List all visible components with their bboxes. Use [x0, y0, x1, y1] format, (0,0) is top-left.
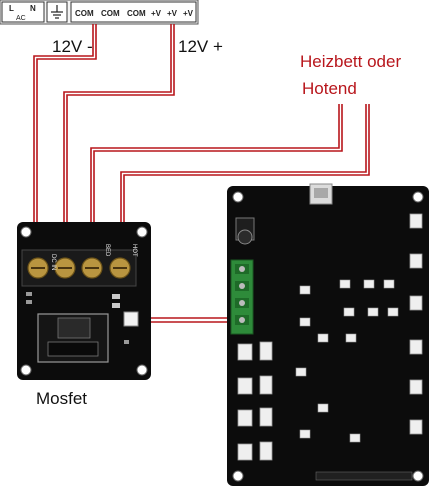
psu-terminal-l: L: [9, 4, 14, 13]
mount-hole: [232, 470, 244, 482]
mount-hole: [136, 364, 148, 376]
mosfet-terminal-hot: HOT: [131, 244, 137, 257]
psu-terminal-v-1: +V: [151, 9, 162, 18]
mosfet-terminal-dcin: DC IN: [50, 254, 56, 270]
smd-component: [26, 300, 32, 304]
mosfet-tab: [47, 341, 99, 357]
mount-hole: [20, 364, 32, 376]
wires: [33, 24, 370, 323]
smd-component: [112, 294, 120, 299]
power-supply-terminal-strip: L N AC COM COM COM +V +V +V: [0, 0, 199, 25]
sd-card-slot: [315, 471, 413, 481]
psu-terminal-com-3: COM: [127, 9, 146, 18]
mount-hole: [232, 191, 244, 203]
wire-bed-inner: [93, 104, 343, 240]
mount-hole: [136, 226, 148, 238]
psu-terminal-v-3: +V: [183, 9, 194, 18]
ac-input-box: [1, 1, 45, 23]
wire-com-outer: [33, 24, 94, 240]
wire-v-outer: [63, 24, 172, 240]
psu-terminal-v-2: +V: [167, 9, 178, 18]
smd-component: [26, 292, 32, 296]
label-12v-plus: 12V +: [178, 37, 223, 56]
screw-terminals: [27, 257, 131, 279]
label-mosfet: Mosfet: [36, 389, 87, 408]
wire-bed-outer: [90, 104, 340, 240]
usb-port: [314, 188, 328, 198]
pin-headers: [295, 279, 399, 443]
mosfet-board: DC IN BED HOT: [17, 222, 151, 380]
psu-terminal-com-2: COM: [101, 9, 120, 18]
label-heatbed-line2: Hotend: [302, 79, 357, 98]
side-connectors: [237, 341, 273, 461]
smd-component: [112, 303, 120, 308]
right-connectors: [409, 213, 423, 435]
psu-terminal-com-1: COM: [75, 9, 94, 18]
wire-com-inner: [36, 24, 97, 240]
wire-hot-outer: [120, 104, 367, 240]
mount-hole: [20, 226, 32, 238]
mount-hole: [412, 191, 424, 203]
label-heatbed-line1: Heizbett oder: [300, 52, 401, 71]
mosfet-terminal-bed: BED: [104, 244, 110, 257]
psu-ac-marking: AC: [16, 15, 26, 22]
label-12v-minus: 12V -: [52, 37, 93, 56]
green-terminal-block: [230, 259, 254, 335]
mount-hole: [412, 470, 424, 482]
led-icon: [124, 340, 129, 344]
wire-hot-inner: [123, 104, 370, 240]
psu-terminal-n: N: [30, 4, 36, 13]
mosfet-chip: [57, 317, 91, 339]
dc-output-box: [70, 1, 197, 23]
capacitor-top: [237, 229, 253, 245]
controller-board: [227, 183, 429, 486]
mosfet-signal-connector: [123, 311, 139, 327]
ground-icon: [51, 5, 63, 19]
wire-v-inner: [66, 24, 175, 240]
